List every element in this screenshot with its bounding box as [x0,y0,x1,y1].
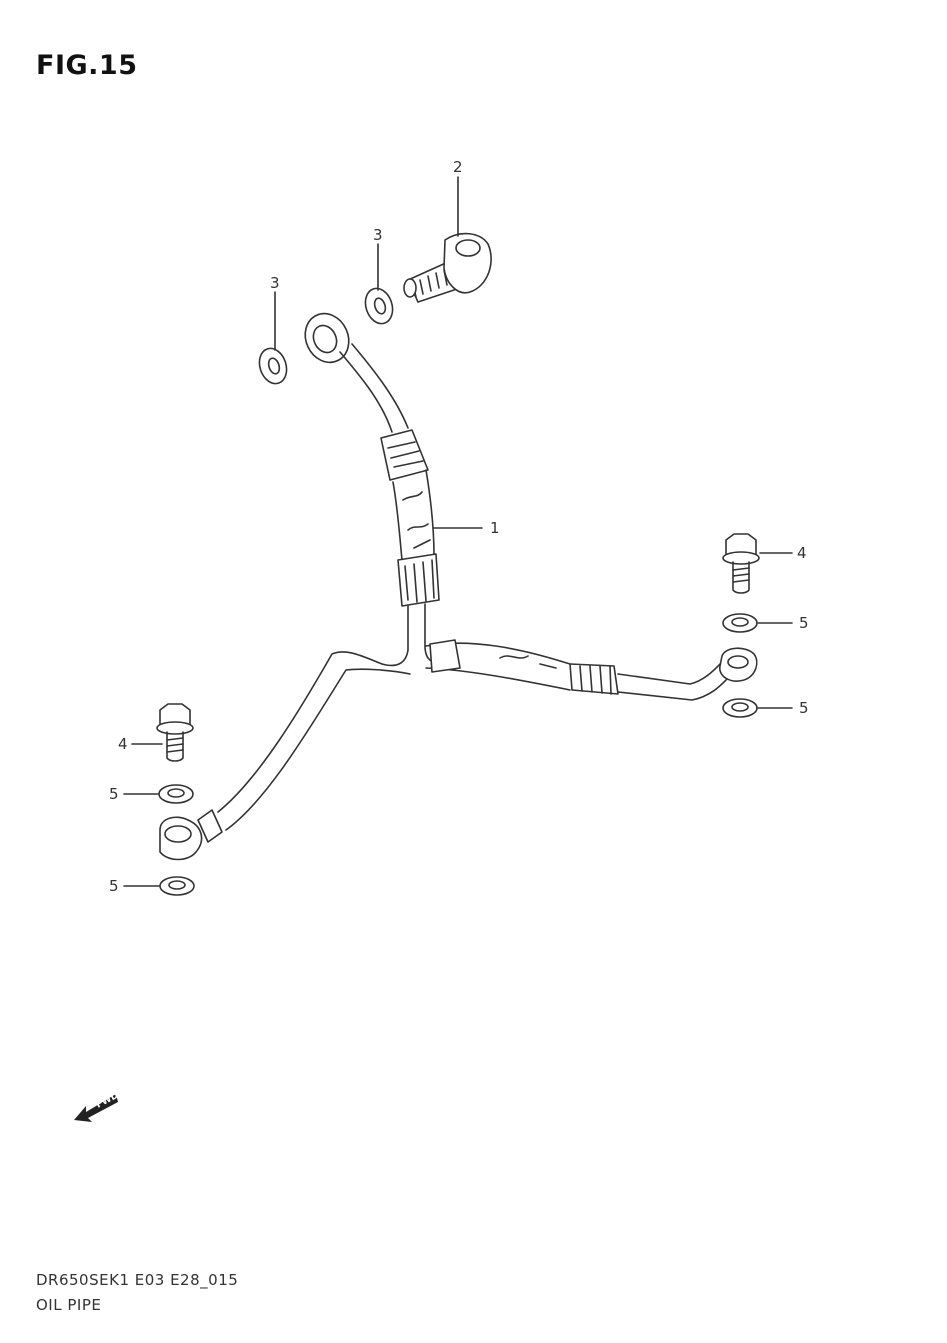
callout-3-left: 3 [270,274,280,292]
washer-left-lower [123,876,195,896]
callout-1: 1 [490,519,500,537]
gasket-left [258,291,288,385]
fwd-arrow-icon: FWD [74,1091,120,1122]
washer-right-upper [722,613,793,633]
model-code: DR650SEK1 E03 E28_015 [36,1271,239,1289]
callout-5-left-lower: 5 [109,877,119,895]
callout-3-upper: 3 [373,226,383,244]
bolt-left [131,703,194,762]
part-group-name: OIL PIPE [36,1296,102,1314]
washer-left-upper [123,784,194,804]
callout-5-right-upper: 5 [799,614,809,632]
washer-right-lower [722,698,793,718]
union-bolt [403,176,492,303]
callout-5-right-lower: 5 [799,699,809,717]
bolt-right [722,533,793,594]
callout-4-right: 4 [797,544,807,562]
callout-5-left-upper: 5 [109,785,119,803]
fwd-label: FWD [95,1091,120,1111]
figure-title: FIG.15 [36,50,138,81]
callout-4-left: 4 [118,735,128,753]
oil-pipe [159,312,758,861]
callout-2: 2 [453,158,463,176]
gasket-upper [364,243,394,325]
